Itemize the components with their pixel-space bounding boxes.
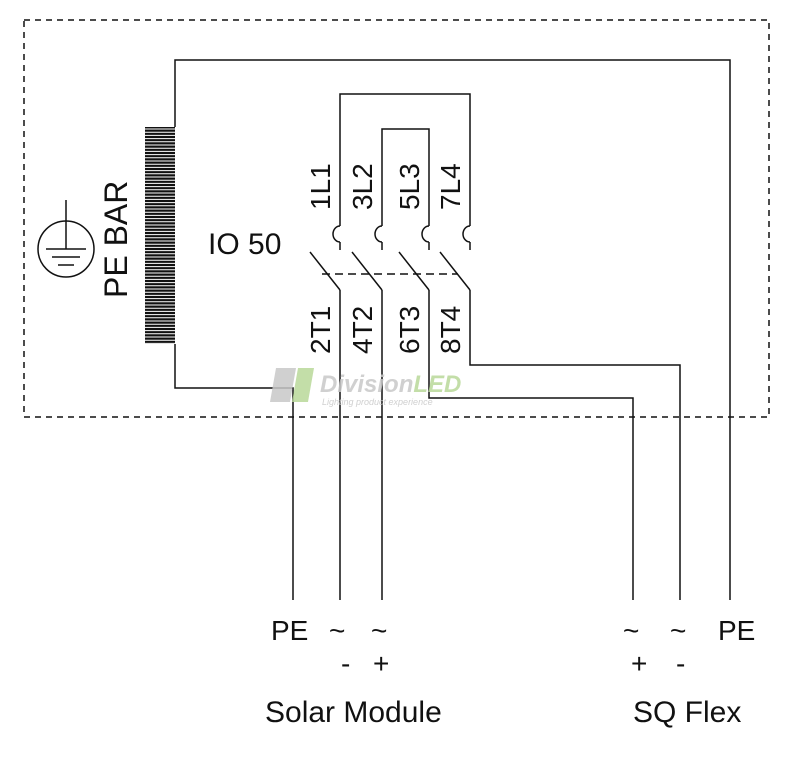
pe-wire-top xyxy=(174,59,731,600)
enclosure-dashed-box xyxy=(23,19,770,418)
watermark-tagline: Lighting product experience xyxy=(322,397,433,407)
terminal-name: ~ xyxy=(623,615,639,646)
terminal-label: 1L1 xyxy=(305,163,336,210)
terminal-label: 6T3 xyxy=(394,306,425,354)
terminal-name: PE xyxy=(718,615,755,646)
terminal-label: 5L3 xyxy=(394,163,425,210)
pe-bar-hatch xyxy=(145,128,175,344)
switch-name-label: IO 50 xyxy=(208,228,281,261)
pe-wire-bottom xyxy=(174,344,294,600)
terminal-name: ~ xyxy=(329,615,345,646)
sq-flex-title: SQ Flex xyxy=(633,696,741,729)
top-terminal-labels: 1L1 3L2 5L3 7L4 xyxy=(305,163,466,210)
bottom-terminal-labels: 2T1 4T2 6T3 8T4 xyxy=(305,306,466,354)
terminal-label: 2T1 xyxy=(305,306,336,354)
bridge-3l2-5l3 xyxy=(381,128,430,226)
terminal-name: ~ xyxy=(371,615,387,646)
terminal-polarity: - xyxy=(676,648,685,679)
terminal-label: 7L4 xyxy=(435,163,466,210)
switch-blades xyxy=(309,251,471,291)
wire-6t3-sqflex-plus xyxy=(428,290,634,600)
sq-flex-terminals: ~ ~ PE + - SQ Flex xyxy=(623,615,755,729)
svg-text:DivisionLED: DivisionLED xyxy=(320,371,461,398)
solar-module-title: Solar Module xyxy=(265,696,442,729)
terminal-label: 4T2 xyxy=(347,306,378,354)
output-wires xyxy=(339,290,681,600)
terminal-label: 3L2 xyxy=(347,163,378,210)
switch-contacts xyxy=(332,225,471,250)
terminal-name: PE xyxy=(271,615,308,646)
pe-bar-label: PE BAR xyxy=(98,181,134,298)
terminal-polarity: - xyxy=(341,648,350,679)
terminal-polarity: + xyxy=(373,648,389,679)
terminal-polarity: + xyxy=(631,648,647,679)
watermark-brand-green: LED xyxy=(413,371,461,398)
terminal-name: ~ xyxy=(670,615,686,646)
solar-module-terminals: PE ~ ~ - + Solar Module xyxy=(265,615,442,729)
watermark-logo-icon xyxy=(270,368,314,402)
bridge-1l1-7l4 xyxy=(339,93,471,226)
watermark: DivisionLED Lighting product experience xyxy=(270,368,461,407)
terminal-label: 8T4 xyxy=(435,306,466,354)
watermark-brand-gray: Division xyxy=(320,371,413,398)
ground-symbol-icon xyxy=(37,200,95,278)
wire-8t4-sqflex-minus xyxy=(469,290,681,600)
